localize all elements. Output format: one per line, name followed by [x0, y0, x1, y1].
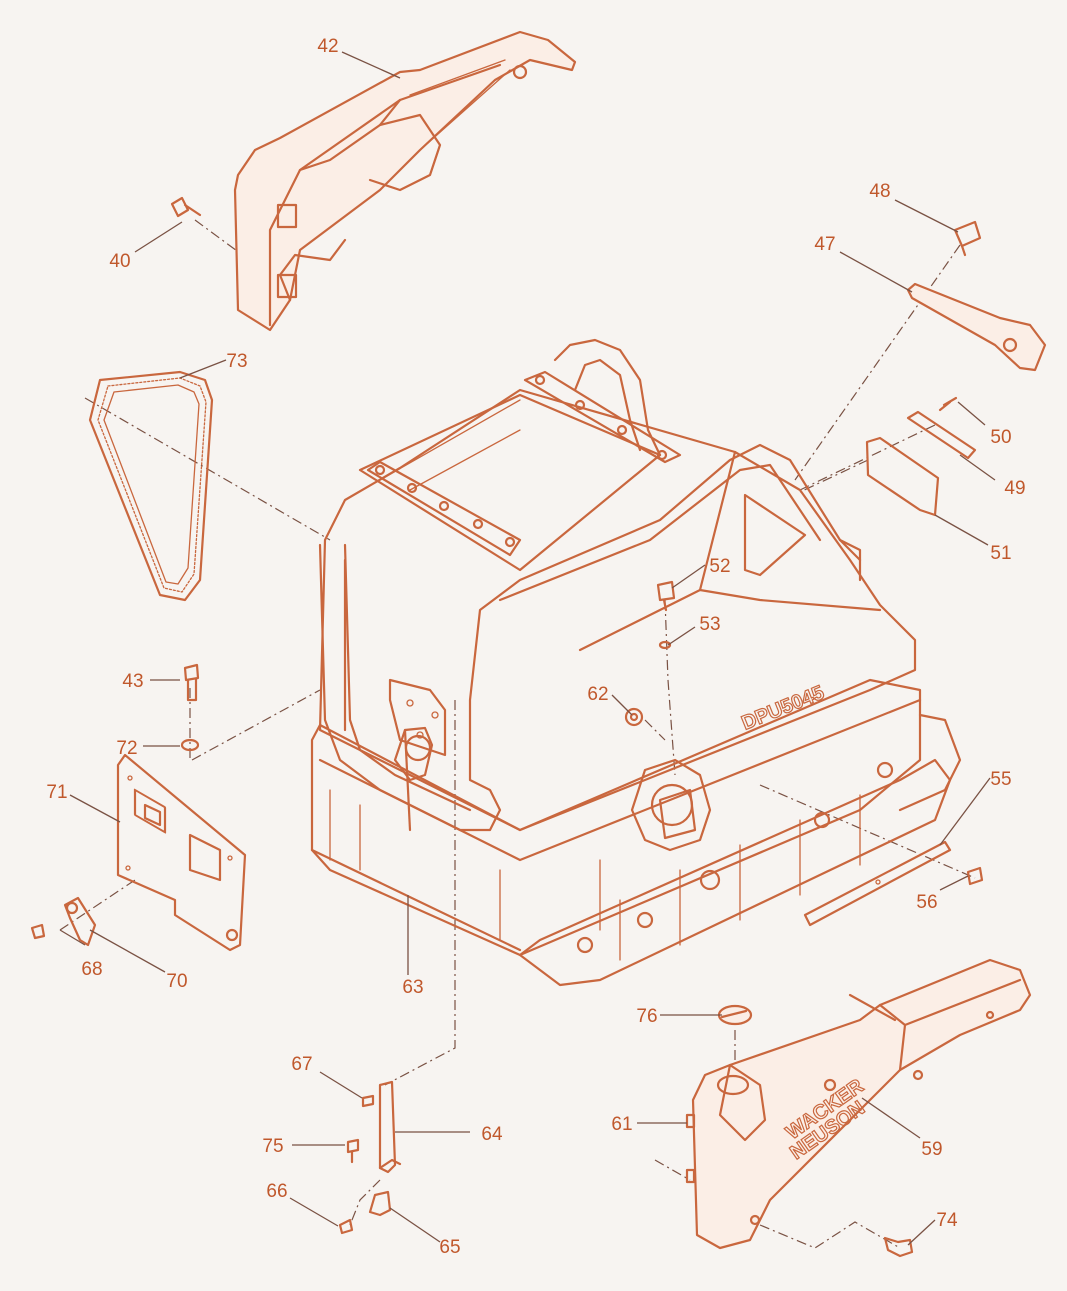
callout-56: 56 — [916, 892, 937, 913]
plate-part-49 — [906, 410, 977, 460]
drive-belt-part-73 — [88, 370, 214, 602]
callout-43: 43 — [122, 671, 143, 692]
lower-belt-guard-part-59: WACKER NEUSON — [685, 958, 1032, 1250]
callout-72: 72 — [116, 738, 137, 759]
bolt-part-48 — [953, 220, 982, 257]
callout-42: 42 — [317, 36, 338, 57]
callout-47: 47 — [814, 234, 835, 255]
callout-61: 61 — [611, 1114, 632, 1135]
callout-63: 63 — [402, 977, 423, 998]
bolt-part-43 — [183, 663, 200, 702]
nut-part-67 — [361, 1094, 375, 1108]
hinge-part-70 — [63, 896, 97, 947]
callout-64: 64 — [481, 1124, 503, 1145]
upper-belt-guard-part-42 — [233, 30, 577, 332]
callout-59: 59 — [921, 1139, 942, 1160]
callout-76: 76 — [636, 1006, 657, 1027]
callout-73: 73 — [226, 351, 247, 372]
callout-labels: 42 40 73 48 47 50 49 51 52 53 62 43 72 7… — [46, 36, 1025, 1258]
washer-part-53 — [658, 640, 672, 650]
callout-75: 75 — [262, 1136, 283, 1157]
callout-70: 70 — [166, 971, 187, 992]
callout-50: 50 — [990, 427, 1011, 448]
callout-67: 67 — [291, 1054, 312, 1075]
bracket-part-47 — [906, 282, 1047, 372]
elbow-part-65 — [368, 1190, 392, 1217]
callout-71: 71 — [46, 782, 67, 803]
callout-51: 51 — [990, 543, 1011, 564]
bolt-part-52 — [656, 580, 676, 612]
callout-53: 53 — [699, 614, 720, 635]
screw-part-68 — [30, 923, 46, 940]
callout-65: 65 — [439, 1237, 460, 1258]
bolt-part-40 — [170, 196, 202, 218]
bolt-part-74 — [883, 1236, 914, 1258]
callout-52: 52 — [709, 556, 730, 577]
bracket-part-64 — [378, 1080, 402, 1174]
callout-74: 74 — [936, 1210, 958, 1231]
model-marking: DPU5045 — [739, 682, 828, 735]
leader-lines — [59, 51, 996, 1246]
plate-part-71 — [116, 753, 247, 952]
screw-part-56 — [966, 866, 984, 886]
plug-part-62 — [624, 707, 644, 727]
callout-48: 48 — [869, 181, 890, 202]
nut-part-66 — [338, 1218, 354, 1235]
main-frame-part-63: DPU5045 — [310, 338, 962, 987]
strip-part-55 — [803, 840, 952, 927]
callout-66: 66 — [266, 1181, 287, 1202]
callout-40: 40 — [109, 251, 130, 272]
screw-part-50 — [938, 396, 958, 412]
callout-49: 49 — [1004, 478, 1025, 499]
callout-55: 55 — [990, 769, 1011, 790]
plate-part-51 — [865, 436, 940, 517]
screw-part-75 — [346, 1138, 360, 1164]
callout-62: 62 — [587, 684, 608, 705]
callout-68: 68 — [81, 959, 102, 980]
washer-part-72 — [180, 738, 200, 752]
cap-part-76 — [717, 1004, 753, 1026]
